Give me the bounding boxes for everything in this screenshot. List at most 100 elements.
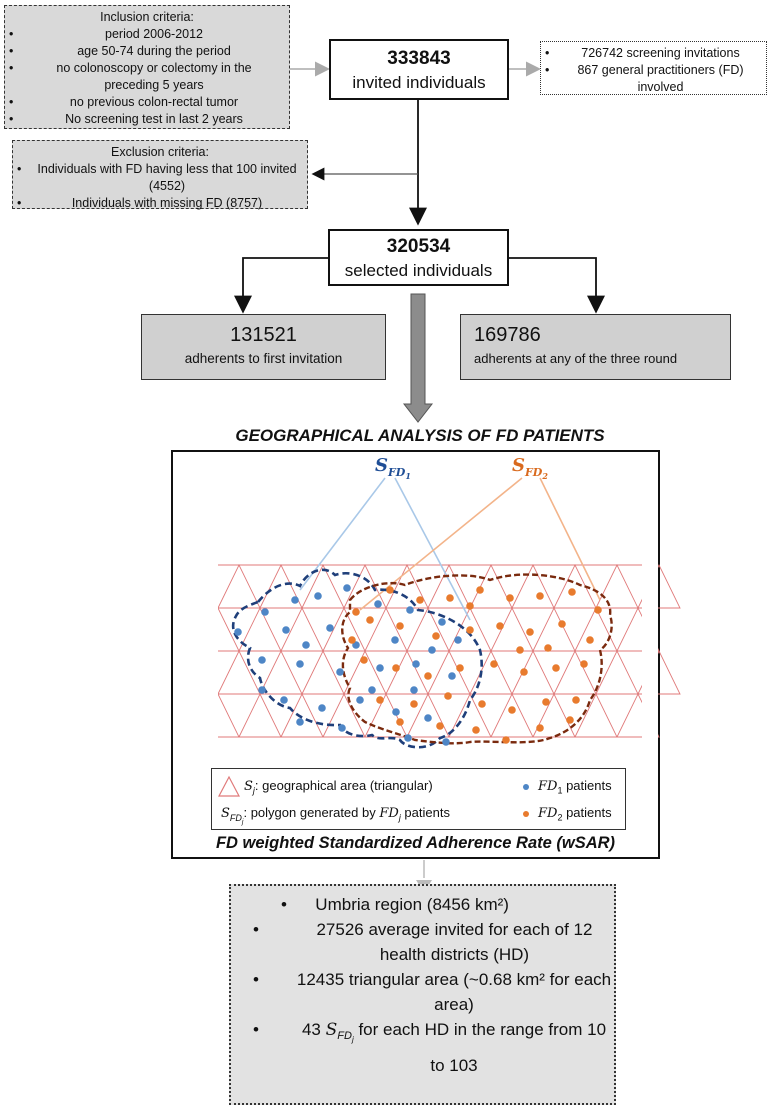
fd1-patient-dot — [296, 660, 304, 668]
fd2-patient-dot — [520, 668, 528, 676]
fd2-patient-dot — [566, 716, 574, 724]
fd1-patient-dot — [448, 672, 456, 680]
exclusion-criteria-box: Exclusion criteria: Individuals with FD … — [12, 140, 308, 212]
sfd2-polygon — [341, 573, 613, 745]
invited-box: 333843 invited individuals — [329, 39, 509, 100]
legend-sj: Sj: geographical area (triangular) — [244, 778, 433, 796]
exclusion-title: Exclusion criteria: — [111, 145, 209, 159]
fd1-dot-icon — [523, 784, 529, 790]
invited-label: invited individuals — [352, 73, 486, 92]
sfd2-label: SFD2 — [512, 455, 548, 481]
fd1-patient-dot — [234, 628, 242, 636]
fd2-patient-dot — [552, 664, 560, 672]
fd2-patient-dot — [496, 622, 504, 630]
fd2-patient-dot — [366, 616, 374, 624]
fd2-patient-dot — [594, 606, 602, 614]
fd2-patient-dot — [456, 664, 464, 672]
fd2-patient-dot — [424, 672, 432, 680]
fd1-patient-dot — [376, 664, 384, 672]
fd2-patient-dot — [536, 724, 544, 732]
screening-info-item: 726742 screening invitations — [541, 45, 766, 62]
fd1-patient-dot — [424, 714, 432, 722]
fd1-patient-dot — [291, 596, 299, 604]
fd2-patient-dot — [558, 620, 566, 628]
triangle-grid — [174, 560, 681, 745]
fd2-patient-dot — [580, 660, 588, 668]
fd2-dot-icon — [523, 811, 529, 817]
screening-info-list: 726742 screening invitations 867 general… — [541, 45, 766, 96]
fd1-patient-dot — [296, 718, 304, 726]
fd2-patient-dot — [476, 586, 484, 594]
screening-info-item: 867 general practitioners (FD) involved — [541, 62, 766, 96]
fd2-patient-dot — [502, 736, 510, 744]
legend-sfdj: SFDj: polygon generated by FDj patients — [221, 805, 450, 826]
fd2-patient-dot — [386, 586, 394, 594]
wsar-title: FD weighted Standardized Adherence Rate … — [215, 834, 616, 852]
fd2-patient-dot — [490, 660, 498, 668]
fd2-patient-dot — [446, 594, 454, 602]
adherents-first-number: 131521 — [230, 324, 297, 346]
fd1-patient-dot — [280, 696, 288, 704]
fd1-patient-dot — [318, 704, 326, 712]
arrow-selected-to-first — [234, 257, 328, 314]
fd1-patient-dot — [343, 584, 351, 592]
grid-mask — [642, 560, 658, 745]
exclusion-item: Individuals with FD having less that 100… — [13, 161, 307, 195]
fd2-patient-dot — [352, 608, 360, 616]
fd1-patient-dot — [368, 686, 376, 694]
geo-analysis-title: GEOGRAPHICAL ANALYSIS OF FD PATIENTS — [235, 426, 605, 445]
adherents-any-box: 169786 adherents at any of the three rou… — [460, 314, 731, 380]
fd2-patient-dot — [586, 636, 594, 644]
inclusion-item: no colonoscopy or colectomy in the prece… — [5, 60, 289, 94]
adherents-any-label: adherents at any of the three round — [474, 351, 678, 366]
fd2-patient-dot — [466, 626, 474, 634]
umbria-item: •27526 average invited for each of 12 he… — [253, 920, 593, 964]
fd1-patient-dot — [258, 686, 266, 694]
legend-fd2: FD2 patients — [538, 805, 612, 823]
fd2-patient-dot — [542, 698, 550, 706]
fd2-patient-dot — [392, 664, 400, 672]
selected-number: 320534 — [386, 236, 451, 257]
fd1-patient-dot — [428, 646, 436, 654]
inclusion-item: no previous colon-rectal tumor — [5, 94, 289, 111]
fd1-patient-dot — [314, 592, 322, 600]
fd1-patient-dot — [391, 636, 399, 644]
inclusion-item: No screening test in last 2 years — [5, 111, 289, 128]
fd2-patient-dot — [568, 588, 576, 596]
fd2-patient-dot — [444, 692, 452, 700]
fd2-patient-dot — [536, 592, 544, 600]
fd2-patient-dot — [506, 594, 514, 602]
fd2-patient-dot — [348, 636, 356, 644]
fd2-patient-dot — [360, 656, 368, 664]
fd1-patient-dot — [404, 734, 412, 742]
fd1-patient-dot — [410, 686, 418, 694]
fd2-patient-dot — [508, 706, 516, 714]
inclusion-item: age 50-74 during the period — [5, 43, 289, 60]
fd2-patient-dot — [432, 632, 440, 640]
sfd1-label: SFD1 — [375, 455, 411, 481]
invited-number: 333843 — [387, 48, 451, 69]
fd2-patient-dot — [376, 696, 384, 704]
legend-fd1: FD1 patients — [538, 778, 612, 796]
fd1-patient-dot — [338, 724, 346, 732]
fd2-patient-dot — [472, 726, 480, 734]
fd2-patient-dot — [526, 628, 534, 636]
fd2-patient-dot — [572, 696, 580, 704]
umbria-item: •43 SFDj for each HD in the range from 1… — [253, 1020, 607, 1075]
fd1-patient-dot — [442, 738, 450, 746]
fd1-patient-dot — [454, 636, 462, 644]
patient-dots — [234, 584, 602, 746]
fd1-patient-dot — [374, 600, 382, 608]
umbria-item: •12435 triangular area (~0.68 km² for ea… — [253, 970, 612, 1014]
inclusion-list: period 2006-2012 age 50-74 during the pe… — [5, 26, 289, 128]
fd1-patient-dot — [406, 606, 414, 614]
selected-box: 320534 selected individuals — [328, 229, 509, 286]
exclusion-list: Individuals with FD having less that 100… — [13, 161, 307, 212]
down-arrow-geo — [402, 293, 434, 423]
screening-info-box: 726742 screening invitations 867 general… — [540, 41, 767, 95]
fd1-patient-dot — [258, 656, 266, 664]
fd1-patient-dot — [392, 708, 400, 716]
inclusion-title: Inclusion criteria: — [100, 10, 194, 24]
